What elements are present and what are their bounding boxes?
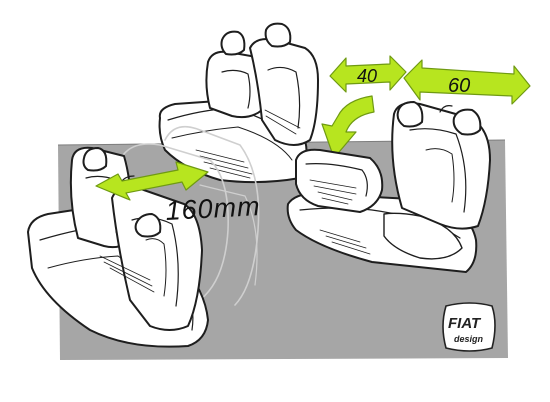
split-40-arrow [329, 55, 407, 93]
sliding-rear-seat [27, 146, 209, 348]
logo-sub: design [454, 334, 484, 344]
sliding-rear-seat-ghost [119, 125, 260, 321]
split-40-label: 40 [357, 66, 377, 86]
split-fold-rear-seat [286, 101, 491, 273]
slide-distance-label: 160mm [165, 191, 261, 226]
split-60-label: 60 [448, 75, 470, 97]
logo-brand: FIAT [448, 315, 482, 332]
slide-distance-arrow [95, 161, 209, 201]
fiat-design-logo: FIAT design [442, 302, 496, 352]
split-60-arrow [403, 59, 531, 105]
rear-bench-seat-top [158, 22, 319, 184]
